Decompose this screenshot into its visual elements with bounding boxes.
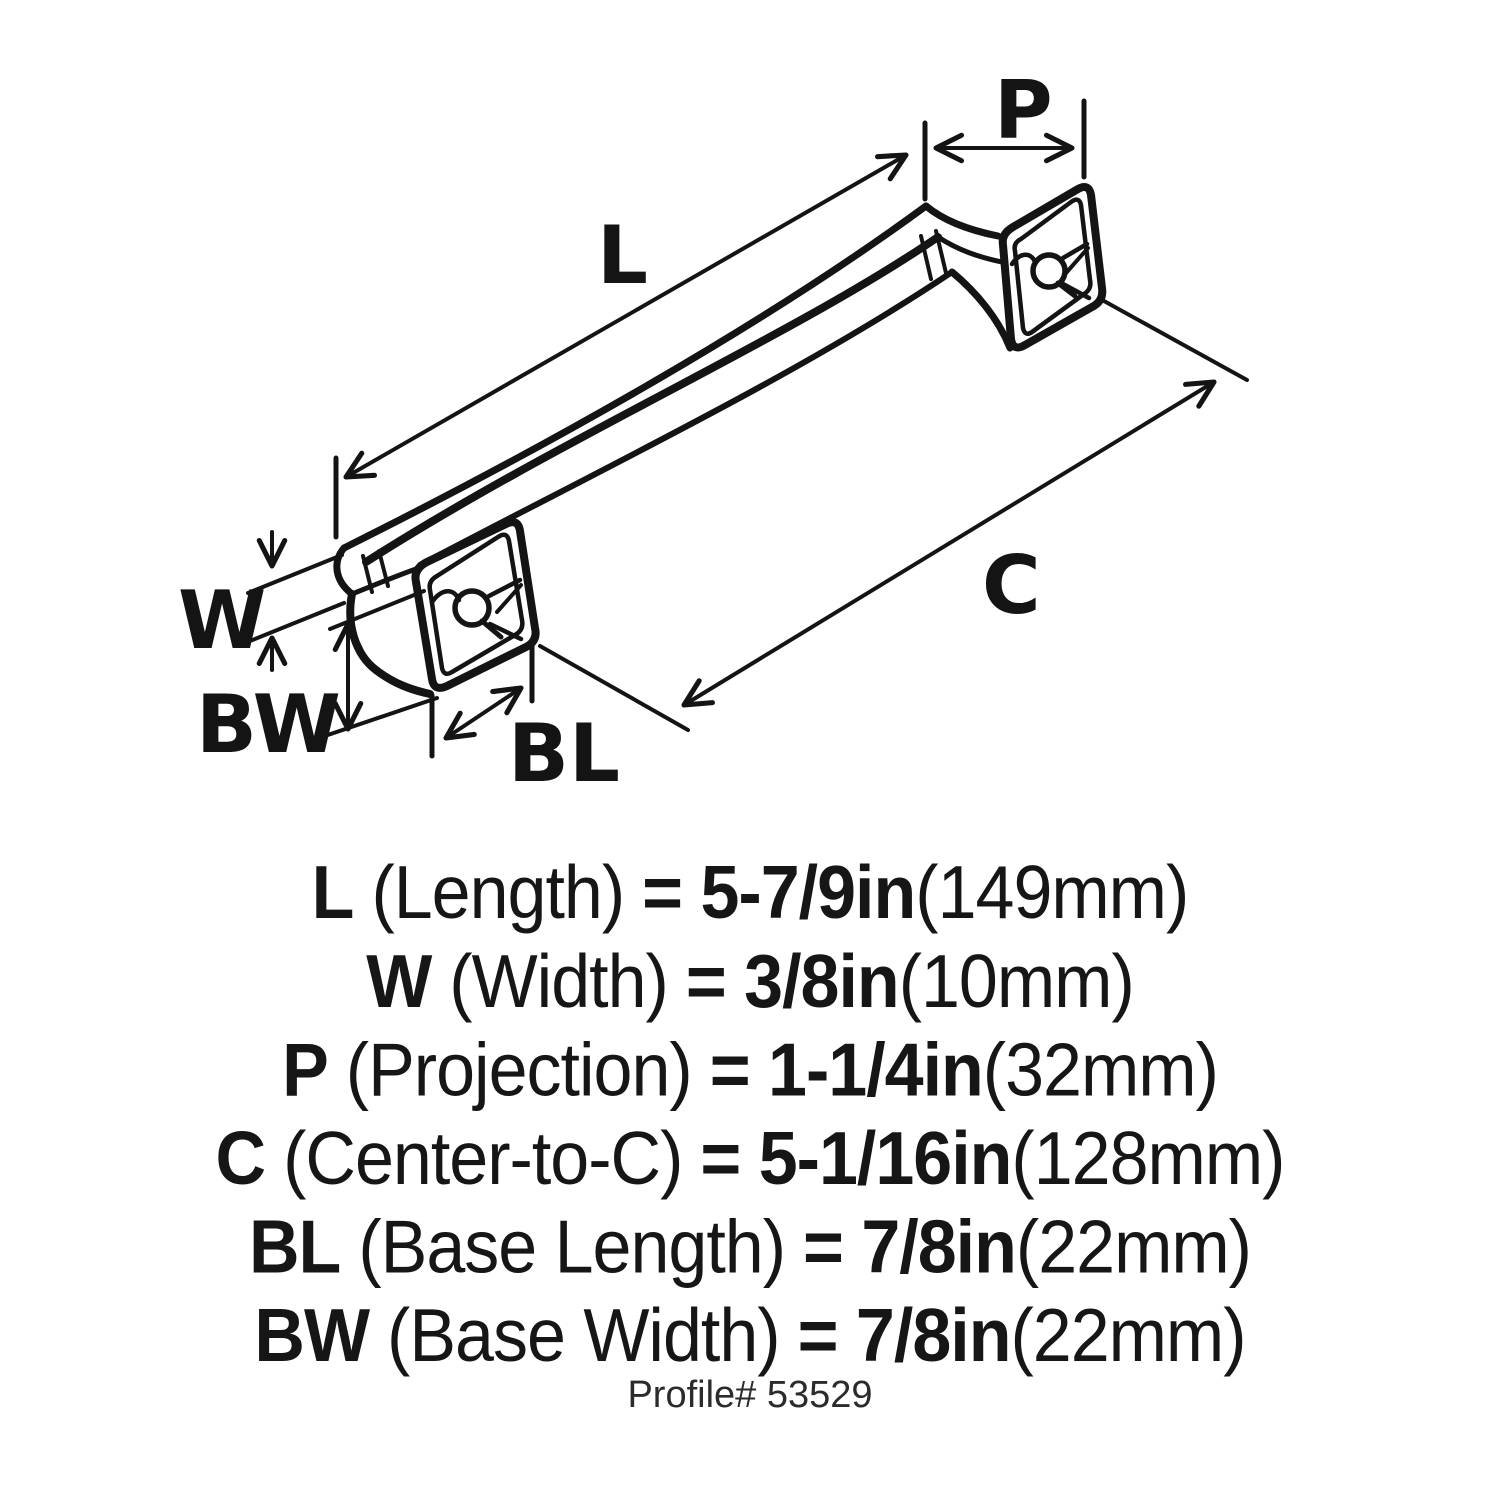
spec-key: L	[311, 850, 355, 935]
right-neck-crease	[935, 234, 1005, 265]
bar-crease	[362, 233, 942, 566]
spec-line-center-to-center: C (Center-to-C) = 5-1/16in (128mm)	[215, 1114, 1286, 1203]
spec-key: BW	[254, 1292, 370, 1378]
left-screw-slot	[479, 618, 504, 640]
spec-line-length: L (Length) = 5-7/9in (149mm)	[311, 848, 1190, 937]
profile-number: Profile# 53529	[627, 1374, 873, 1416]
dim-ext-C-left	[538, 644, 690, 732]
spec-metric: (149mm)	[915, 850, 1189, 935]
spec-key: C	[215, 1115, 267, 1201]
dim-line-L	[343, 152, 909, 480]
spec-value: = 7/8in	[803, 1204, 1017, 1289]
right-base-band-diagonal	[1064, 246, 1090, 275]
left-foot-outline	[346, 590, 434, 698]
left-screw	[452, 588, 492, 628]
dim-line-C	[681, 379, 1217, 708]
spec-metric: (128mm)	[1011, 1115, 1285, 1201]
label-center-to-center: C	[982, 539, 1041, 632]
bar-bottom-edge	[417, 269, 955, 568]
bar-left-endcap	[333, 544, 356, 598]
spec-key: P	[282, 1027, 329, 1112]
spec-line-base-length: BL (Base Length) = 7/8in (22mm)	[249, 1202, 1252, 1291]
label-projection: P	[994, 64, 1053, 157]
spec-name: (Projection)	[345, 1027, 693, 1112]
spec-metric: (10mm)	[898, 938, 1135, 1023]
dim-tick-BW-top	[328, 589, 426, 631]
right-screw-slot	[1055, 280, 1078, 299]
right-base-band-right-bottom	[1060, 281, 1092, 301]
left-base-band-left	[429, 589, 462, 605]
label-length: L	[597, 209, 648, 302]
spec-name: (Base Width)	[387, 1292, 781, 1378]
left-base-band-right-top	[486, 577, 523, 599]
spec-metric: (32mm)	[982, 1027, 1219, 1112]
right-neck-top	[922, 202, 1002, 240]
left-bend-tick-1	[361, 554, 374, 594]
spec-value: = 7/8in	[797, 1292, 1012, 1378]
right-base	[998, 183, 1107, 352]
right-base-band-left	[1009, 252, 1038, 267]
right-neck-bottom	[948, 268, 1014, 352]
dim-ext-C-right	[1102, 299, 1249, 382]
bar-left-underside	[349, 566, 419, 597]
label-base-length: BL	[508, 707, 620, 800]
spec-value: = 3/8in	[685, 938, 900, 1023]
dim-tick-W-top	[246, 553, 344, 595]
right-base-band-right-top	[1060, 241, 1090, 261]
spec-metric: (22mm)	[1010, 1292, 1246, 1378]
spec-name: (Width)	[449, 938, 669, 1023]
spec-line-projection: P (Projection) = 1-1/4in (32mm)	[282, 1025, 1219, 1114]
spec-line-width: W (Width) = 3/8in (10mm)	[366, 937, 1135, 1026]
left-bend-tick-2	[377, 549, 390, 588]
spec-line-base-width: BW (Base Width) = 7/8in (22mm)	[254, 1291, 1246, 1380]
label-width: W	[178, 574, 266, 667]
dim-ext-BW-bottom	[308, 696, 439, 743]
spec-metric: (22mm)	[1015, 1204, 1252, 1289]
spec-name: (Center-to-C)	[283, 1115, 683, 1201]
spec-value: = 1-1/4in	[709, 1027, 984, 1112]
left-base-band-right-bottom	[487, 621, 524, 642]
dimension-lines	[246, 98, 1249, 759]
label-base-width: BW	[196, 678, 341, 771]
spec-key: BL	[249, 1204, 341, 1289]
spec-value: = 5-7/9in	[642, 850, 916, 935]
left-base-outer	[411, 518, 540, 692]
dim-tick-W-bottom	[248, 601, 346, 643]
left-base	[411, 518, 540, 692]
right-screw	[1030, 252, 1068, 290]
spec-value: = 5-1/16in	[700, 1115, 1012, 1201]
spec-name: (Length)	[371, 850, 625, 935]
right-bend-tick-1	[919, 234, 933, 281]
right-base-outer	[998, 183, 1107, 352]
diagram-canvas: L P C W BW BL	[178, 64, 1249, 800]
left-base-band-diagonal	[495, 583, 523, 614]
handle-dimension-diagram: L P C W BW BL	[178, 64, 1249, 800]
spec-name: (Base Length)	[358, 1204, 786, 1289]
dim-line-BL	[443, 685, 524, 741]
spec-block: L (Length) = 5-7/9in (149mm) W (Width) =…	[0, 848, 1500, 1379]
handle-bar	[333, 202, 1014, 698]
right-bend-tick-2	[934, 229, 948, 275]
spec-key: W	[366, 938, 432, 1023]
